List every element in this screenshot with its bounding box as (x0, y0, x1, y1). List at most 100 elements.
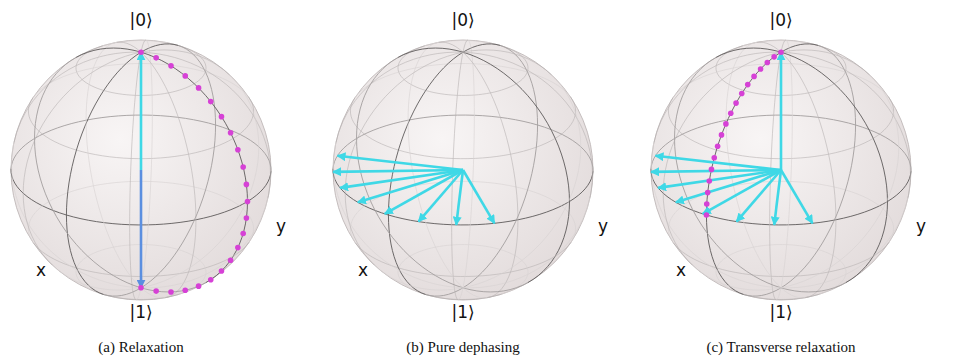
wireframe-line (385, 75, 390, 77)
wireframe-line (535, 96, 536, 103)
wireframe-line (458, 76, 460, 82)
wireframe-line (538, 109, 543, 116)
wireframe-line (219, 143, 224, 145)
wireframe-line (204, 216, 211, 218)
wireframe-line (496, 107, 499, 114)
wireframe-line (106, 247, 110, 249)
wireframe-line (127, 94, 131, 95)
wireframe-line (488, 55, 496, 57)
wireframe-line (191, 50, 194, 51)
wireframe-line (89, 161, 90, 169)
wireframe-line (147, 43, 149, 45)
wireframe-line (578, 192, 582, 195)
wireframe-line (473, 139, 474, 147)
wireframe-line (409, 144, 411, 152)
wireframe-line (88, 50, 94, 52)
wireframe-line (138, 294, 140, 296)
wireframe-line (557, 132, 563, 135)
wireframe-line (58, 270, 64, 274)
wireframe-line (427, 222, 435, 224)
wireframe-line (86, 83, 88, 84)
wireframe-line (335, 158, 337, 162)
wireframe-line (205, 67, 206, 69)
wireframe-line (448, 59, 453, 63)
wireframe-line (147, 42, 149, 44)
state-vector (140, 170, 143, 288)
wireframe-line (144, 258, 146, 264)
wireframe-line (193, 256, 195, 257)
wireframe-line (137, 298, 139, 299)
wireframe-line (189, 154, 191, 162)
wireframe-line (494, 100, 497, 107)
wireframe-line (115, 93, 119, 95)
wireframe-line (69, 66, 76, 70)
wireframe-line (243, 209, 246, 212)
wireframe-line (473, 69, 474, 75)
wireframe-line (524, 76, 525, 78)
wireframe-line (491, 64, 498, 68)
wireframe-line (458, 299, 460, 301)
wireframe-line (135, 95, 139, 96)
wireframe-line (152, 123, 153, 131)
wireframe-line (350, 113, 352, 116)
wireframe-line (130, 158, 131, 166)
wireframe-line (66, 207, 67, 215)
wireframe-line (391, 244, 392, 251)
wireframe-line (95, 59, 97, 63)
trajectory-dot (168, 289, 174, 295)
wireframe-line (530, 265, 536, 267)
wireframe-line (449, 271, 453, 276)
wireframe-line (191, 63, 199, 66)
wireframe-line (151, 40, 155, 41)
wireframe-line (508, 87, 511, 88)
wireframe-line (80, 78, 82, 80)
wireframe-line (269, 159, 271, 167)
wireframe-line (151, 87, 152, 94)
wireframe-line (360, 207, 363, 210)
trajectory-dot (219, 268, 225, 274)
wireframe-line (151, 80, 152, 86)
wireframe-line (146, 41, 148, 42)
wireframe-line (439, 295, 444, 297)
wireframe-line (427, 226, 430, 233)
wireframe-line (103, 62, 110, 66)
wireframe-line (198, 66, 205, 70)
wireframe-line (100, 293, 104, 295)
wireframe-line (528, 279, 533, 282)
wireframe-line (382, 144, 387, 146)
wireframe-line (515, 52, 517, 53)
wireframe-line (57, 126, 64, 128)
wireframe-line (452, 184, 453, 192)
wireframe-line (401, 263, 402, 265)
wireframe-line (86, 120, 87, 128)
wireframe-line (131, 158, 138, 159)
wireframe-line (212, 157, 213, 165)
wireframe-line (208, 265, 214, 267)
wireframe-line (53, 197, 58, 199)
wireframe-line (135, 299, 137, 300)
wireframe-line (69, 278, 75, 281)
wireframe-line (93, 48, 96, 49)
wireframe-line (452, 260, 453, 266)
wireframe-line (513, 63, 521, 66)
wireframe-line (502, 285, 504, 288)
wireframe-line (149, 190, 150, 198)
wireframe-line (393, 238, 398, 244)
wireframe-line (151, 244, 155, 245)
wireframe-line (533, 102, 538, 109)
wireframe-line (163, 246, 167, 248)
wireframe-line (527, 67, 528, 69)
wireframe-line (16, 128, 18, 135)
wireframe-line (31, 216, 33, 219)
wireframe-line (396, 71, 402, 73)
wireframe-line (26, 141, 30, 144)
wireframe-line (35, 136, 40, 139)
wireframe-line (504, 73, 510, 78)
wireframe-line (82, 55, 84, 57)
wireframe-line (25, 216, 27, 223)
wireframe-line (410, 85, 411, 91)
wireframe-line (195, 204, 196, 212)
wireframe-line (460, 60, 462, 65)
wireframe-line (144, 95, 148, 96)
wireframe-line (200, 255, 207, 260)
